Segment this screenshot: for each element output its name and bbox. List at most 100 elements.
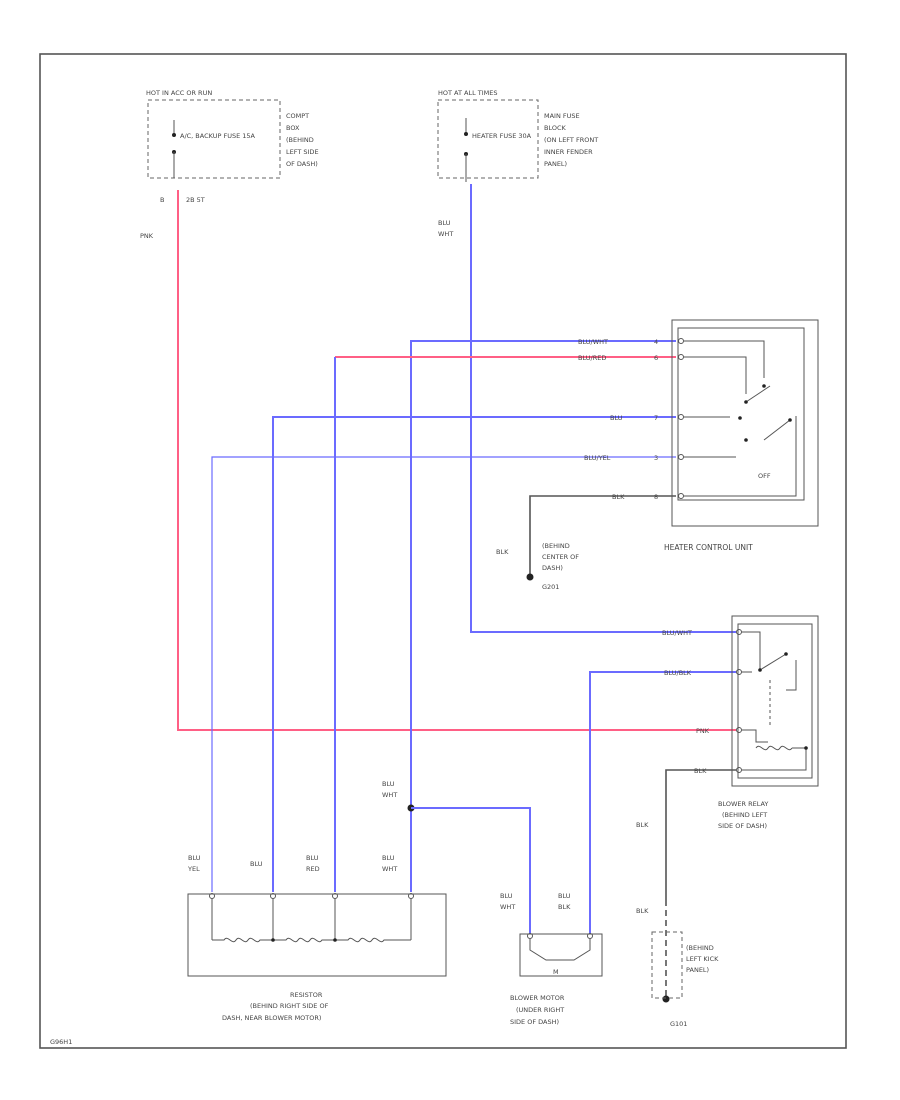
relay-pin-label-4: BLK xyxy=(694,767,707,775)
relay-ground-loc-1: (BEHIND xyxy=(686,944,714,952)
fuse-left-label: A/C, BACKUP FUSE 15A xyxy=(180,132,256,140)
svg-text:(ON LEFT FRONT: (ON LEFT FRONT xyxy=(544,136,598,144)
resistor-wire-4-b: WHT xyxy=(382,865,397,873)
hcu-ground-loc-1: (BEHIND xyxy=(542,542,570,550)
hcu-outer-box xyxy=(671,319,819,527)
relay-label-1: BLOWER RELAY xyxy=(718,800,768,808)
hcu-pin-label-4: BLU/YEL xyxy=(584,454,611,462)
svg-text:(BEHIND: (BEHIND xyxy=(286,136,314,144)
hcu-ground-loc-3: DASH) xyxy=(542,564,563,572)
hcu-pin-num-4: 3 xyxy=(654,454,658,462)
fuse-right-location: MAIN FUSE BLOCK (ON LEFT FRONT INNER FEN… xyxy=(544,112,598,168)
blower-motor-box xyxy=(519,933,603,977)
fuse-left-pin: B xyxy=(160,196,164,204)
footer-code: G96H1 xyxy=(50,1038,72,1046)
wire-hcu-blu xyxy=(272,416,676,892)
relay-ground-box xyxy=(651,931,683,999)
motor-wire-2-a: BLU xyxy=(558,892,571,900)
wire-hcu-blu-wht xyxy=(410,340,676,892)
relay-pin-label-3: PNK xyxy=(696,727,710,735)
wire-hcu-blu-yel xyxy=(211,456,676,892)
splice-wire-label-1: BLU xyxy=(382,780,395,788)
svg-text:COMPT: COMPT xyxy=(286,112,309,120)
svg-text:MAIN FUSE: MAIN FUSE xyxy=(544,112,580,120)
relay-pin-label-2: BLU/BLK xyxy=(664,669,692,677)
relay-ground-dot xyxy=(662,995,670,1003)
resistor-label-1: RESISTOR xyxy=(290,991,323,999)
wire-pnk-feed xyxy=(177,190,736,731)
splice-wire-label-2: WHT xyxy=(382,791,397,799)
svg-text:LEFT SIDE: LEFT SIDE xyxy=(286,148,319,156)
motor-wire-1-b: WHT xyxy=(500,903,515,911)
hcu-ground-dot xyxy=(526,573,534,581)
wire-splice-motor xyxy=(411,807,531,934)
svg-text:INNER FENDER: INNER FENDER xyxy=(544,148,593,156)
resistor-wire-1-a: BLU xyxy=(188,854,201,862)
resistor-wire-3-a: BLU xyxy=(306,854,319,862)
hcu-pin-num-3: 7 xyxy=(654,414,658,422)
relay-inner-box xyxy=(737,623,813,779)
hcu-pin-label-5: BLK xyxy=(612,493,625,501)
diagram-frame xyxy=(39,53,847,1049)
wire-blu-wht-feed xyxy=(470,184,736,633)
fuse-left-wire-color: PNK xyxy=(140,232,154,240)
hcu-pin-label-2: BLU/RED xyxy=(578,354,606,362)
fuse-block-left: HOT IN ACC OR RUN A/C, BACKUP FUSE 15A C… xyxy=(140,89,319,240)
relay-ground-id: G101 xyxy=(670,1020,687,1028)
relay-label-3: SIDE OF DASH) xyxy=(718,822,767,830)
blower-motor: M BLU WHT BLU BLK BLOWER MOTOR (UNDER RI… xyxy=(500,892,603,1026)
resistor: BLU YEL BLU BLU RED BLU WHT RESISTOR (BE… xyxy=(187,854,447,1022)
hcu-title: HEATER CONTROL UNIT xyxy=(664,543,753,552)
svg-text:BLOCK: BLOCK xyxy=(544,124,567,132)
fuse-right-box xyxy=(437,99,539,179)
fuse-left-pin2: 2B 5T xyxy=(186,196,205,204)
hcu-inner-box xyxy=(677,327,805,501)
relay-ground-loc-3: PANEL) xyxy=(686,966,709,974)
resistor-wire-3-b: RED xyxy=(306,865,320,873)
wire-relay-motor xyxy=(589,671,736,934)
hcu-ground-loc-2: CENTER OF xyxy=(542,553,579,561)
relay-label-2: (BEHIND LEFT xyxy=(722,811,767,819)
motor-label-1: BLOWER MOTOR xyxy=(510,994,565,1002)
svg-text:BOX: BOX xyxy=(286,124,300,132)
hcu-pin-num-1: 4 xyxy=(654,338,658,346)
motor-label-2: (UNDER RIGHT xyxy=(516,1006,564,1014)
fuse-right-label: HEATER FUSE 30A xyxy=(472,132,532,140)
blower-relay: BLU/WHT BLU/BLK PNK BLK BLOWER RELAY (BE… xyxy=(636,615,819,1028)
resistor-label-2: (BEHIND RIGHT SIDE OF xyxy=(250,1002,329,1010)
hcu-ground-color: BLK xyxy=(496,548,509,556)
resistor-label-3: DASH, NEAR BLOWER MOTOR) xyxy=(222,1014,321,1022)
wire-relay-ground xyxy=(665,769,736,900)
wire-hcu-ground xyxy=(529,495,676,576)
relay-ground-loc-2: LEFT KICK xyxy=(686,955,719,963)
heater-control-unit: OFF BLU/WHT 4 BLU/RED 6 BLU 7 BLU/YEL 3 … xyxy=(496,319,819,591)
relay-ground-color-a: BLK xyxy=(636,821,649,829)
fuse-left-location: COMPT BOX (BEHIND LEFT SIDE OF DASH) xyxy=(286,112,319,168)
hcu-ground-loc-4: G201 xyxy=(542,583,559,591)
hcu-pin-num-2: 6 xyxy=(654,354,658,362)
resistor-box xyxy=(187,893,447,977)
relay-outer-box xyxy=(731,615,819,787)
fuse-left-header: HOT IN ACC OR RUN xyxy=(146,89,212,97)
motor-wire-1-a: BLU xyxy=(500,892,513,900)
fuse-right-wire-color-1: BLU xyxy=(438,219,451,227)
relay-ground-color-b: BLK xyxy=(636,907,649,915)
relay-pin-label-1: BLU/WHT xyxy=(662,629,692,637)
hcu-pin-label-1: BLU/WHT xyxy=(578,338,608,346)
resistor-wire-1-b: YEL xyxy=(187,865,200,873)
svg-text:OF DASH): OF DASH) xyxy=(286,160,318,168)
fuse-right-header: HOT AT ALL TIMES xyxy=(438,89,498,97)
motor-symbol: M xyxy=(553,968,559,976)
motor-wire-2-b: BLK xyxy=(558,903,571,911)
resistor-wire-4-a: BLU xyxy=(382,854,395,862)
fuse-block-right: HOT AT ALL TIMES HEATER FUSE 30A MAIN FU… xyxy=(437,89,598,238)
fuse-left-box xyxy=(147,99,281,179)
hcu-off-label: OFF xyxy=(758,472,771,480)
fuse-right-wire-color-2: WHT xyxy=(438,230,453,238)
resistor-wire-2-a: BLU xyxy=(250,860,263,868)
motor-label-3: SIDE OF DASH) xyxy=(510,1018,559,1026)
svg-text:PANEL): PANEL) xyxy=(544,160,567,168)
hcu-pin-label-3: BLU xyxy=(610,414,623,422)
hcu-pin-num-5: 8 xyxy=(654,493,658,501)
